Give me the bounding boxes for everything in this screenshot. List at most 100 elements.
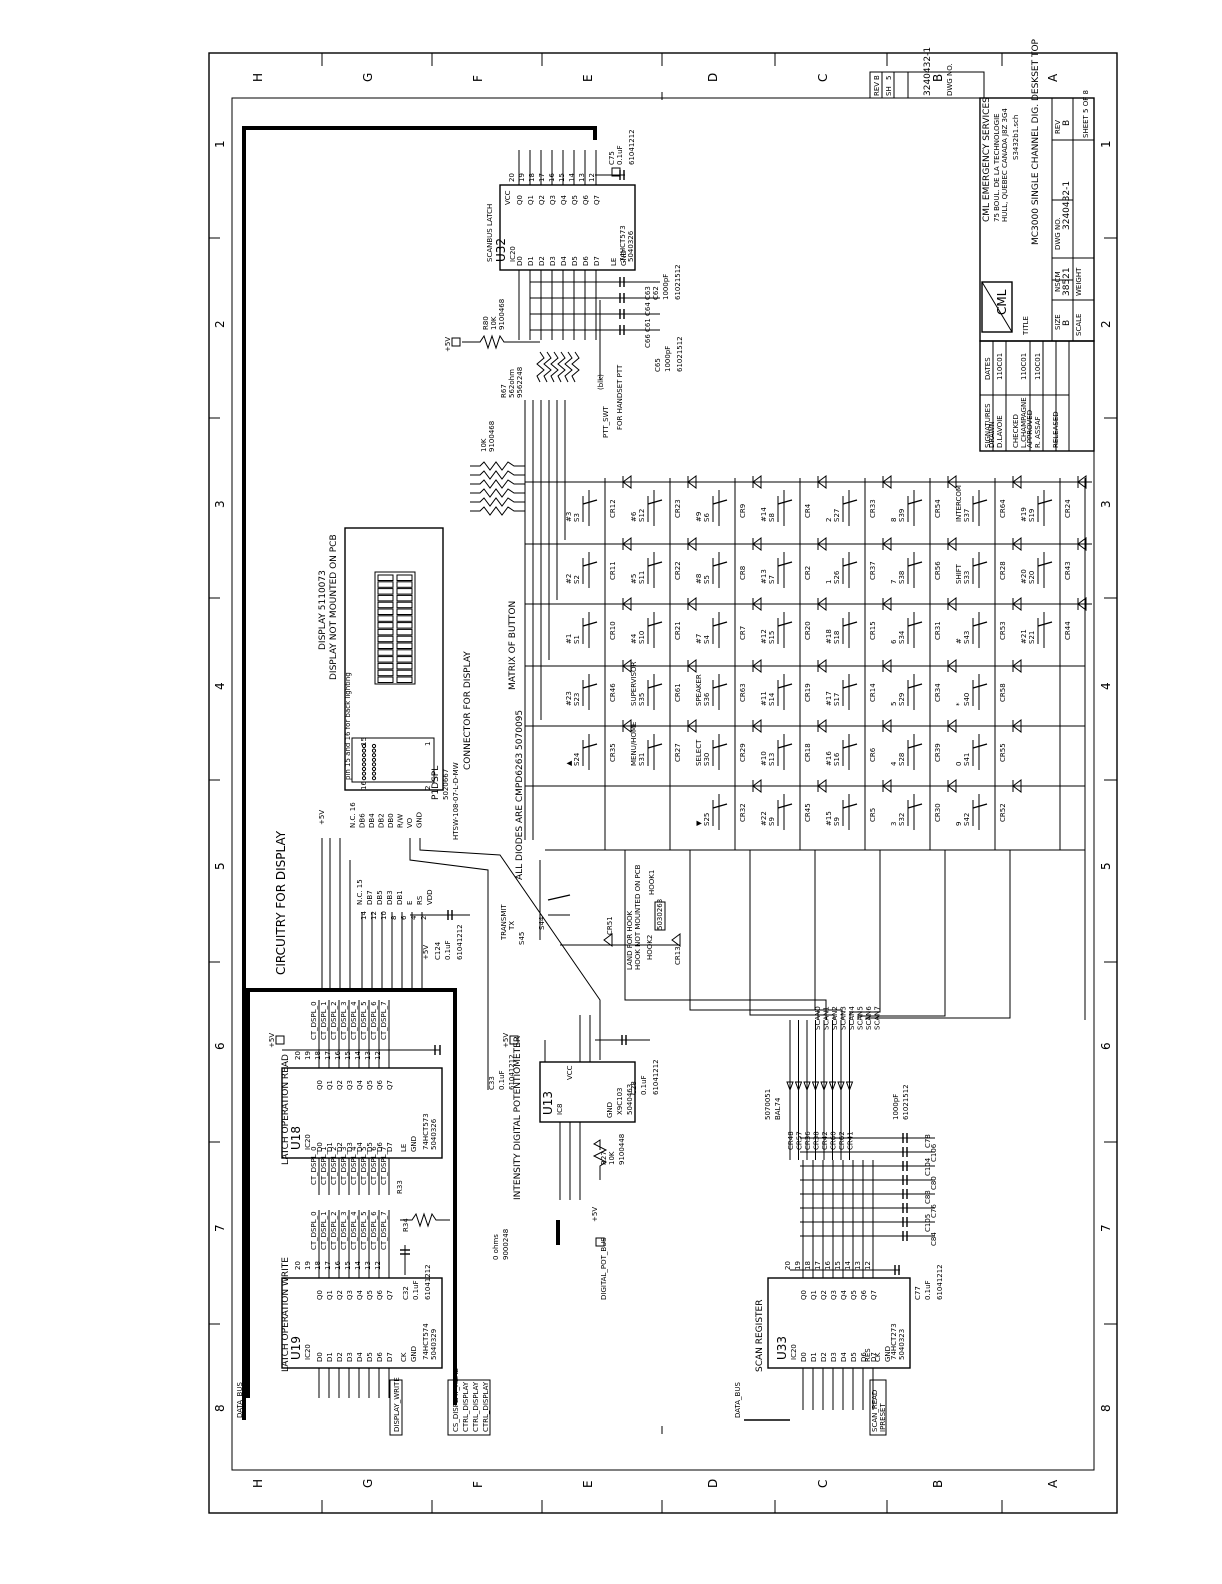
intensity-label: INTENSITY DIGITAL POTENTIOMETER bbox=[513, 1036, 523, 1200]
display-pin-label: VO bbox=[406, 817, 414, 828]
ctrl-display-flags bbox=[447, 1379, 491, 1436]
pin-label: Q2 bbox=[538, 195, 546, 205]
pin-number: 20 bbox=[784, 1261, 792, 1270]
rnet-resistor bbox=[536, 351, 545, 383]
switch-blade bbox=[777, 803, 793, 809]
display-char bbox=[396, 642, 413, 649]
scan-route bbox=[849, 850, 881, 1020]
pullup-resistor bbox=[470, 506, 525, 516]
pin-label: Q2 bbox=[336, 1080, 344, 1090]
display-char bbox=[396, 649, 413, 656]
switch-blade bbox=[972, 621, 988, 627]
pin-number: 19 bbox=[304, 1051, 312, 1060]
key-label: 1 bbox=[825, 580, 833, 584]
switch-ref: S39 bbox=[898, 509, 906, 522]
zone-number-left: 6 bbox=[213, 1042, 227, 1050]
diode-ref: CR52 bbox=[999, 803, 1007, 822]
key-label: 5 bbox=[890, 702, 898, 706]
hook-pad bbox=[654, 901, 666, 931]
cap-ref: C84 bbox=[930, 1232, 938, 1246]
u33-body bbox=[767, 1277, 911, 1369]
signature-table-box bbox=[979, 340, 1095, 452]
key-label: SELECT bbox=[695, 739, 703, 766]
c65-value: 1000pF bbox=[664, 346, 672, 372]
key-label: #13 bbox=[760, 569, 768, 584]
key-label: #2 bbox=[565, 574, 573, 584]
diode-ref: CR33 bbox=[869, 499, 877, 518]
switch-blade bbox=[907, 743, 923, 749]
connector-mark: 15 bbox=[360, 737, 368, 746]
rnet-resistor bbox=[564, 351, 573, 383]
switch-ref: S9 bbox=[768, 817, 776, 826]
digital-pot-bus-label: DIGITAL_POT_BUS bbox=[600, 1237, 608, 1300]
pin-label: D1 bbox=[810, 1352, 818, 1362]
diode-ref: CR41 bbox=[847, 1131, 855, 1150]
power-flag bbox=[509, 1035, 519, 1045]
diode-note: ALL DIODES ARE CMPD6263 5070095 bbox=[515, 710, 525, 880]
ck-pin: CK bbox=[874, 1352, 882, 1362]
switch-blade bbox=[582, 683, 598, 689]
data-bus bbox=[242, 126, 790, 1421]
zone-letter-bottom: B bbox=[931, 1480, 945, 1488]
bus-signal: CT_DSPL_1 bbox=[320, 1211, 328, 1250]
pin-label: D2 bbox=[336, 1352, 344, 1362]
zone-number-right: 7 bbox=[1099, 1224, 1113, 1232]
le-pin: LE bbox=[400, 1144, 408, 1152]
zone-letter-top: A bbox=[1046, 73, 1060, 82]
connector-pin bbox=[361, 776, 367, 781]
switch-blade bbox=[1037, 499, 1053, 505]
zone-number-left: 5 bbox=[213, 862, 227, 870]
switch-blade bbox=[712, 621, 728, 627]
pin-number: 12 bbox=[864, 1261, 872, 1270]
diode-ref: CR14 bbox=[869, 683, 877, 702]
key-label: #7 bbox=[695, 634, 703, 644]
r80-part: 9100468 bbox=[498, 299, 506, 330]
latch-read-label: LATCH OPERATION READ bbox=[281, 1054, 291, 1165]
company-address: 75 BOUL. DE LA TECHNOLOGIE bbox=[993, 113, 1001, 222]
display-char bbox=[377, 601, 394, 609]
switch-ref: S2 bbox=[573, 575, 581, 584]
key-label: ▲ bbox=[565, 760, 573, 766]
u19-ref: U19 bbox=[289, 1336, 303, 1360]
power-flag bbox=[595, 1237, 605, 1247]
pin-label: D1 bbox=[326, 1142, 334, 1152]
display-pin-label: DB6 bbox=[359, 813, 367, 828]
cap-ref: C64 bbox=[644, 302, 652, 316]
pin-number: 18 bbox=[528, 173, 536, 182]
pin-label: D2 bbox=[538, 256, 546, 266]
pin-label: Q2 bbox=[336, 1290, 344, 1300]
diode-ref: CR56 bbox=[934, 561, 942, 580]
connector-mark: 2 bbox=[424, 786, 432, 790]
display-pin-label: N.C. 15 bbox=[356, 879, 364, 905]
switch-ref: S17 bbox=[833, 693, 841, 706]
ptt-switch-label: PTT_SWT bbox=[602, 405, 610, 438]
switch-blade bbox=[907, 683, 923, 689]
cap-ref: C104 bbox=[924, 1157, 932, 1176]
gnd-pin: GND bbox=[620, 250, 628, 266]
bus-signal: CT_DSPL_7 bbox=[380, 1146, 388, 1185]
switch-ref: S34 bbox=[898, 630, 906, 644]
pin-label: D6 bbox=[376, 1142, 384, 1152]
bus-signal: CT_DSPL_5 bbox=[360, 1146, 368, 1185]
pin-label: Q7 bbox=[386, 1080, 394, 1090]
display-pin-label: N.C. 16 bbox=[349, 802, 357, 828]
display-pin-label: RS bbox=[416, 895, 424, 905]
pin-number: 18 bbox=[314, 1261, 322, 1270]
key-label: #19 bbox=[1020, 507, 1028, 522]
cap-ref: C61 bbox=[644, 318, 652, 332]
hook-and-transmit bbox=[539, 860, 681, 947]
display-pin-number: 2 bbox=[420, 916, 428, 920]
plus5v-label: +5V bbox=[502, 1033, 510, 1048]
company-name: CML EMERGENCY SERVICES bbox=[982, 97, 992, 222]
switch-blade bbox=[842, 499, 858, 505]
display-pin-label: DB0 bbox=[387, 813, 395, 828]
signature-role: APPROVED bbox=[1026, 410, 1034, 448]
zone-number-right: 3 bbox=[1099, 500, 1113, 508]
plus5v-label: +5V bbox=[444, 337, 452, 352]
vcc-pin: VCC bbox=[504, 190, 512, 205]
hook2-label: HOOK2 bbox=[646, 935, 654, 960]
